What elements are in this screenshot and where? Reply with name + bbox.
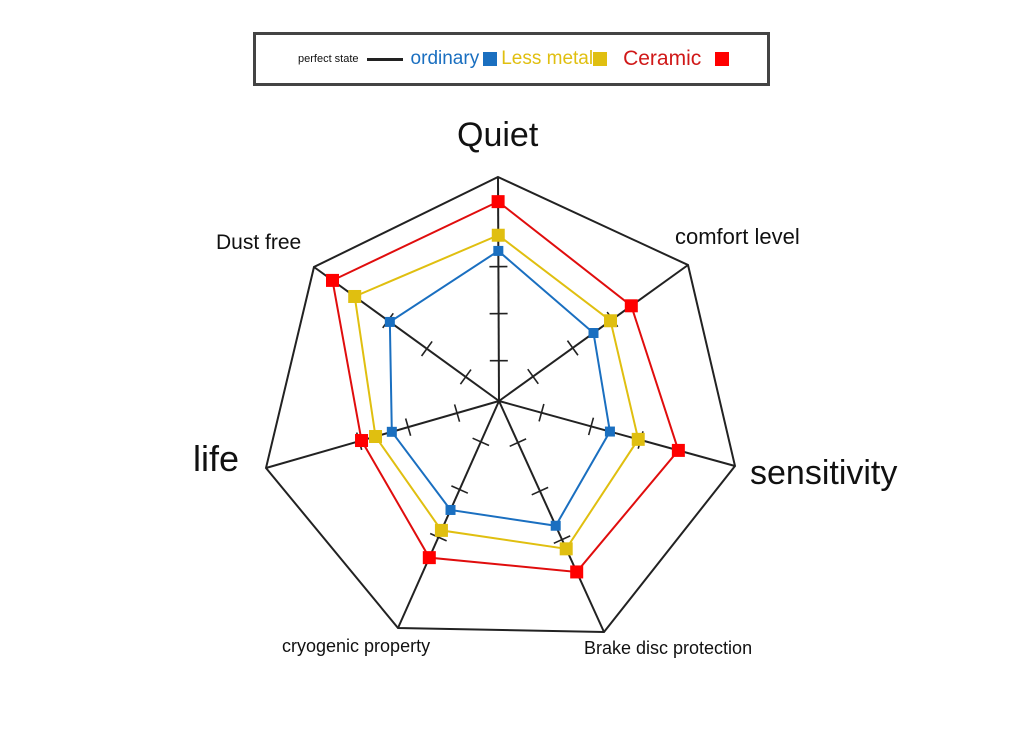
axis-label-quiet: Quiet (457, 116, 539, 154)
axis-tick-1-0 (527, 368, 539, 385)
series-line-less-metal (353, 234, 640, 550)
axis-line-6 (313, 266, 500, 402)
data-point-ceramic-2 (671, 443, 685, 457)
axis-label-dust-free: Dust free (216, 231, 302, 254)
data-point-ceramic-3 (570, 565, 584, 579)
axis-label-cryogenic-property: cryogenic property (282, 636, 431, 656)
legend-perfect-state-label: perfect state (298, 53, 359, 65)
data-point-less-metal-1 (604, 314, 618, 328)
series-line-ordinary (388, 249, 611, 527)
data-point-ceramic-4 (422, 551, 436, 565)
legend-ceramic-swatch (715, 52, 730, 66)
data-point-ordinary-0 (493, 245, 504, 256)
axis-line-0 (497, 176, 500, 402)
legend-perfect-state-line (366, 57, 403, 61)
data-point-ceramic-5 (355, 434, 369, 448)
axis-tick-6-0 (459, 369, 472, 385)
axis-tick-2-1 (587, 417, 595, 436)
axis-tick-3-2 (553, 535, 571, 545)
axis-tick-5-1 (404, 418, 412, 437)
axis-line-3 (498, 400, 605, 633)
data-point-ordinary-4 (445, 504, 456, 515)
data-point-ordinary-1 (588, 328, 599, 338)
axis-tick-3-0 (509, 438, 527, 448)
legend-less-metal-swatch (593, 52, 608, 66)
data-point-ordinary-5 (386, 426, 397, 437)
data-point-ordinary-2 (604, 426, 615, 437)
data-point-less-metal-2 (631, 432, 645, 446)
axis-label-life: life (193, 438, 240, 479)
legend-less-metal-label: Less metal (501, 48, 594, 69)
data-point-ceramic-0 (491, 195, 505, 209)
axis-label-sensitivity: sensitivity (750, 454, 898, 492)
legend-ordinary-label: ordinary (410, 48, 480, 69)
legend-ordinary-swatch (483, 52, 498, 66)
data-point-less-metal-4 (434, 523, 448, 537)
data-point-less-metal-0 (491, 228, 505, 242)
axis-tick-2-0 (538, 403, 545, 422)
axis-tick-4-2 (429, 532, 447, 542)
axis-tick-1-1 (566, 340, 579, 356)
axis-tick-5-0 (453, 404, 461, 422)
axis-tick-4-0 (472, 437, 490, 447)
data-point-ceramic-1 (624, 299, 638, 313)
axis-label-brake-disc-protection: Brake disc protection (584, 638, 753, 658)
axis-line-5 (265, 400, 500, 469)
data-point-less-metal-6 (348, 289, 362, 303)
data-point-ceramic-6 (326, 273, 339, 287)
perfect-state-polygon (264, 175, 737, 634)
legend-ceramic-label: Ceramic (623, 47, 702, 70)
axis-tick-6-1 (420, 340, 433, 357)
data-point-ordinary-3 (550, 520, 561, 531)
data-point-less-metal-5 (369, 430, 383, 444)
data-point-less-metal-3 (559, 542, 573, 556)
axis-line-2 (498, 400, 736, 467)
axis-tick-4-1 (451, 485, 469, 494)
data-point-ordinary-6 (384, 316, 395, 327)
series-line-ceramic (331, 200, 680, 573)
legend: perfect state ordinary Less metal Cerami… (253, 32, 770, 86)
axis-label-comfort-level: comfort level (675, 224, 800, 249)
axis-tick-3-1 (531, 486, 549, 496)
